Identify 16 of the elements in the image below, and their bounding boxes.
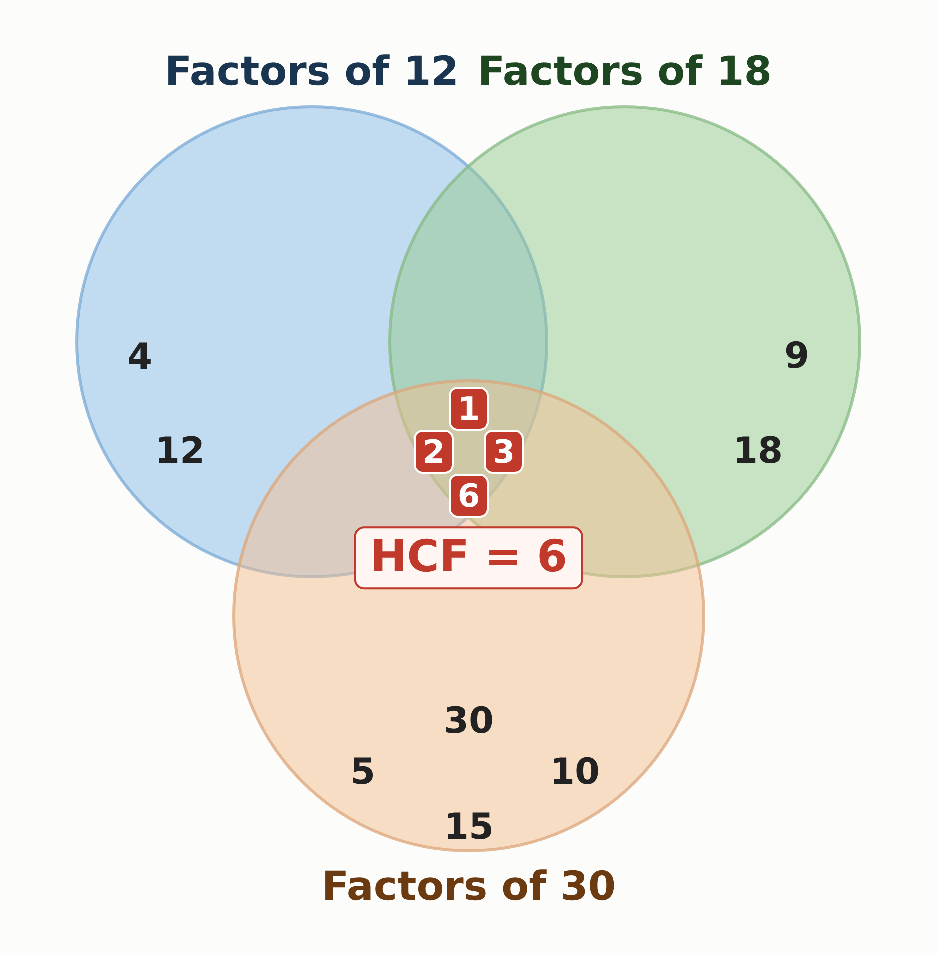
factor-number: 5 (350, 753, 376, 793)
factor-number: 12 (154, 432, 206, 472)
factor-number: 9 (784, 337, 810, 377)
factor-number: 18 (732, 432, 784, 472)
number-tile: 1 (449, 387, 489, 431)
factor-number: 15 (444, 808, 494, 848)
set-title: Factors of 12 (164, 50, 460, 94)
factor-number: 30 (444, 702, 494, 742)
number-tile: 3 (484, 430, 524, 474)
number-tile: 6 (449, 474, 489, 518)
result-box: HCF = 6 (354, 526, 584, 590)
set-title: Factors of 18 (478, 50, 772, 94)
factor-number: 10 (550, 753, 600, 793)
factor-number: 4 (127, 338, 153, 378)
set-title: Factors of 30 (322, 865, 616, 909)
number-tile: 2 (414, 430, 454, 474)
